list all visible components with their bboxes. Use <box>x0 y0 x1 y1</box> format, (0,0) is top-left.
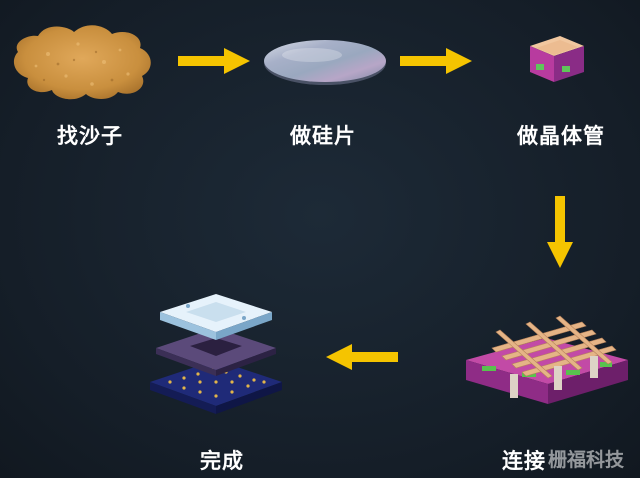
step-label-interconnect: 连接 <box>502 449 546 473</box>
sand-pile-illustration <box>13 25 151 100</box>
interconnect-illustration <box>466 315 628 404</box>
watermark: 栅福科技 <box>548 449 625 471</box>
step-label-make-transistor: 做晶体管 <box>517 124 605 148</box>
step-label-make-wafer: 做硅片 <box>290 124 356 148</box>
transistor-illustration <box>530 36 584 82</box>
finished-chip-illustration <box>150 294 282 414</box>
step-label-find-sand: 找沙子 <box>57 124 123 148</box>
arrow-right-icon <box>400 48 472 74</box>
arrow-left-icon <box>326 344 398 370</box>
silicon-wafer-illustration <box>264 40 386 85</box>
step-label-complete: 完成 <box>200 449 244 473</box>
arrow-down-icon <box>547 196 573 268</box>
arrow-right-icon <box>178 48 250 74</box>
